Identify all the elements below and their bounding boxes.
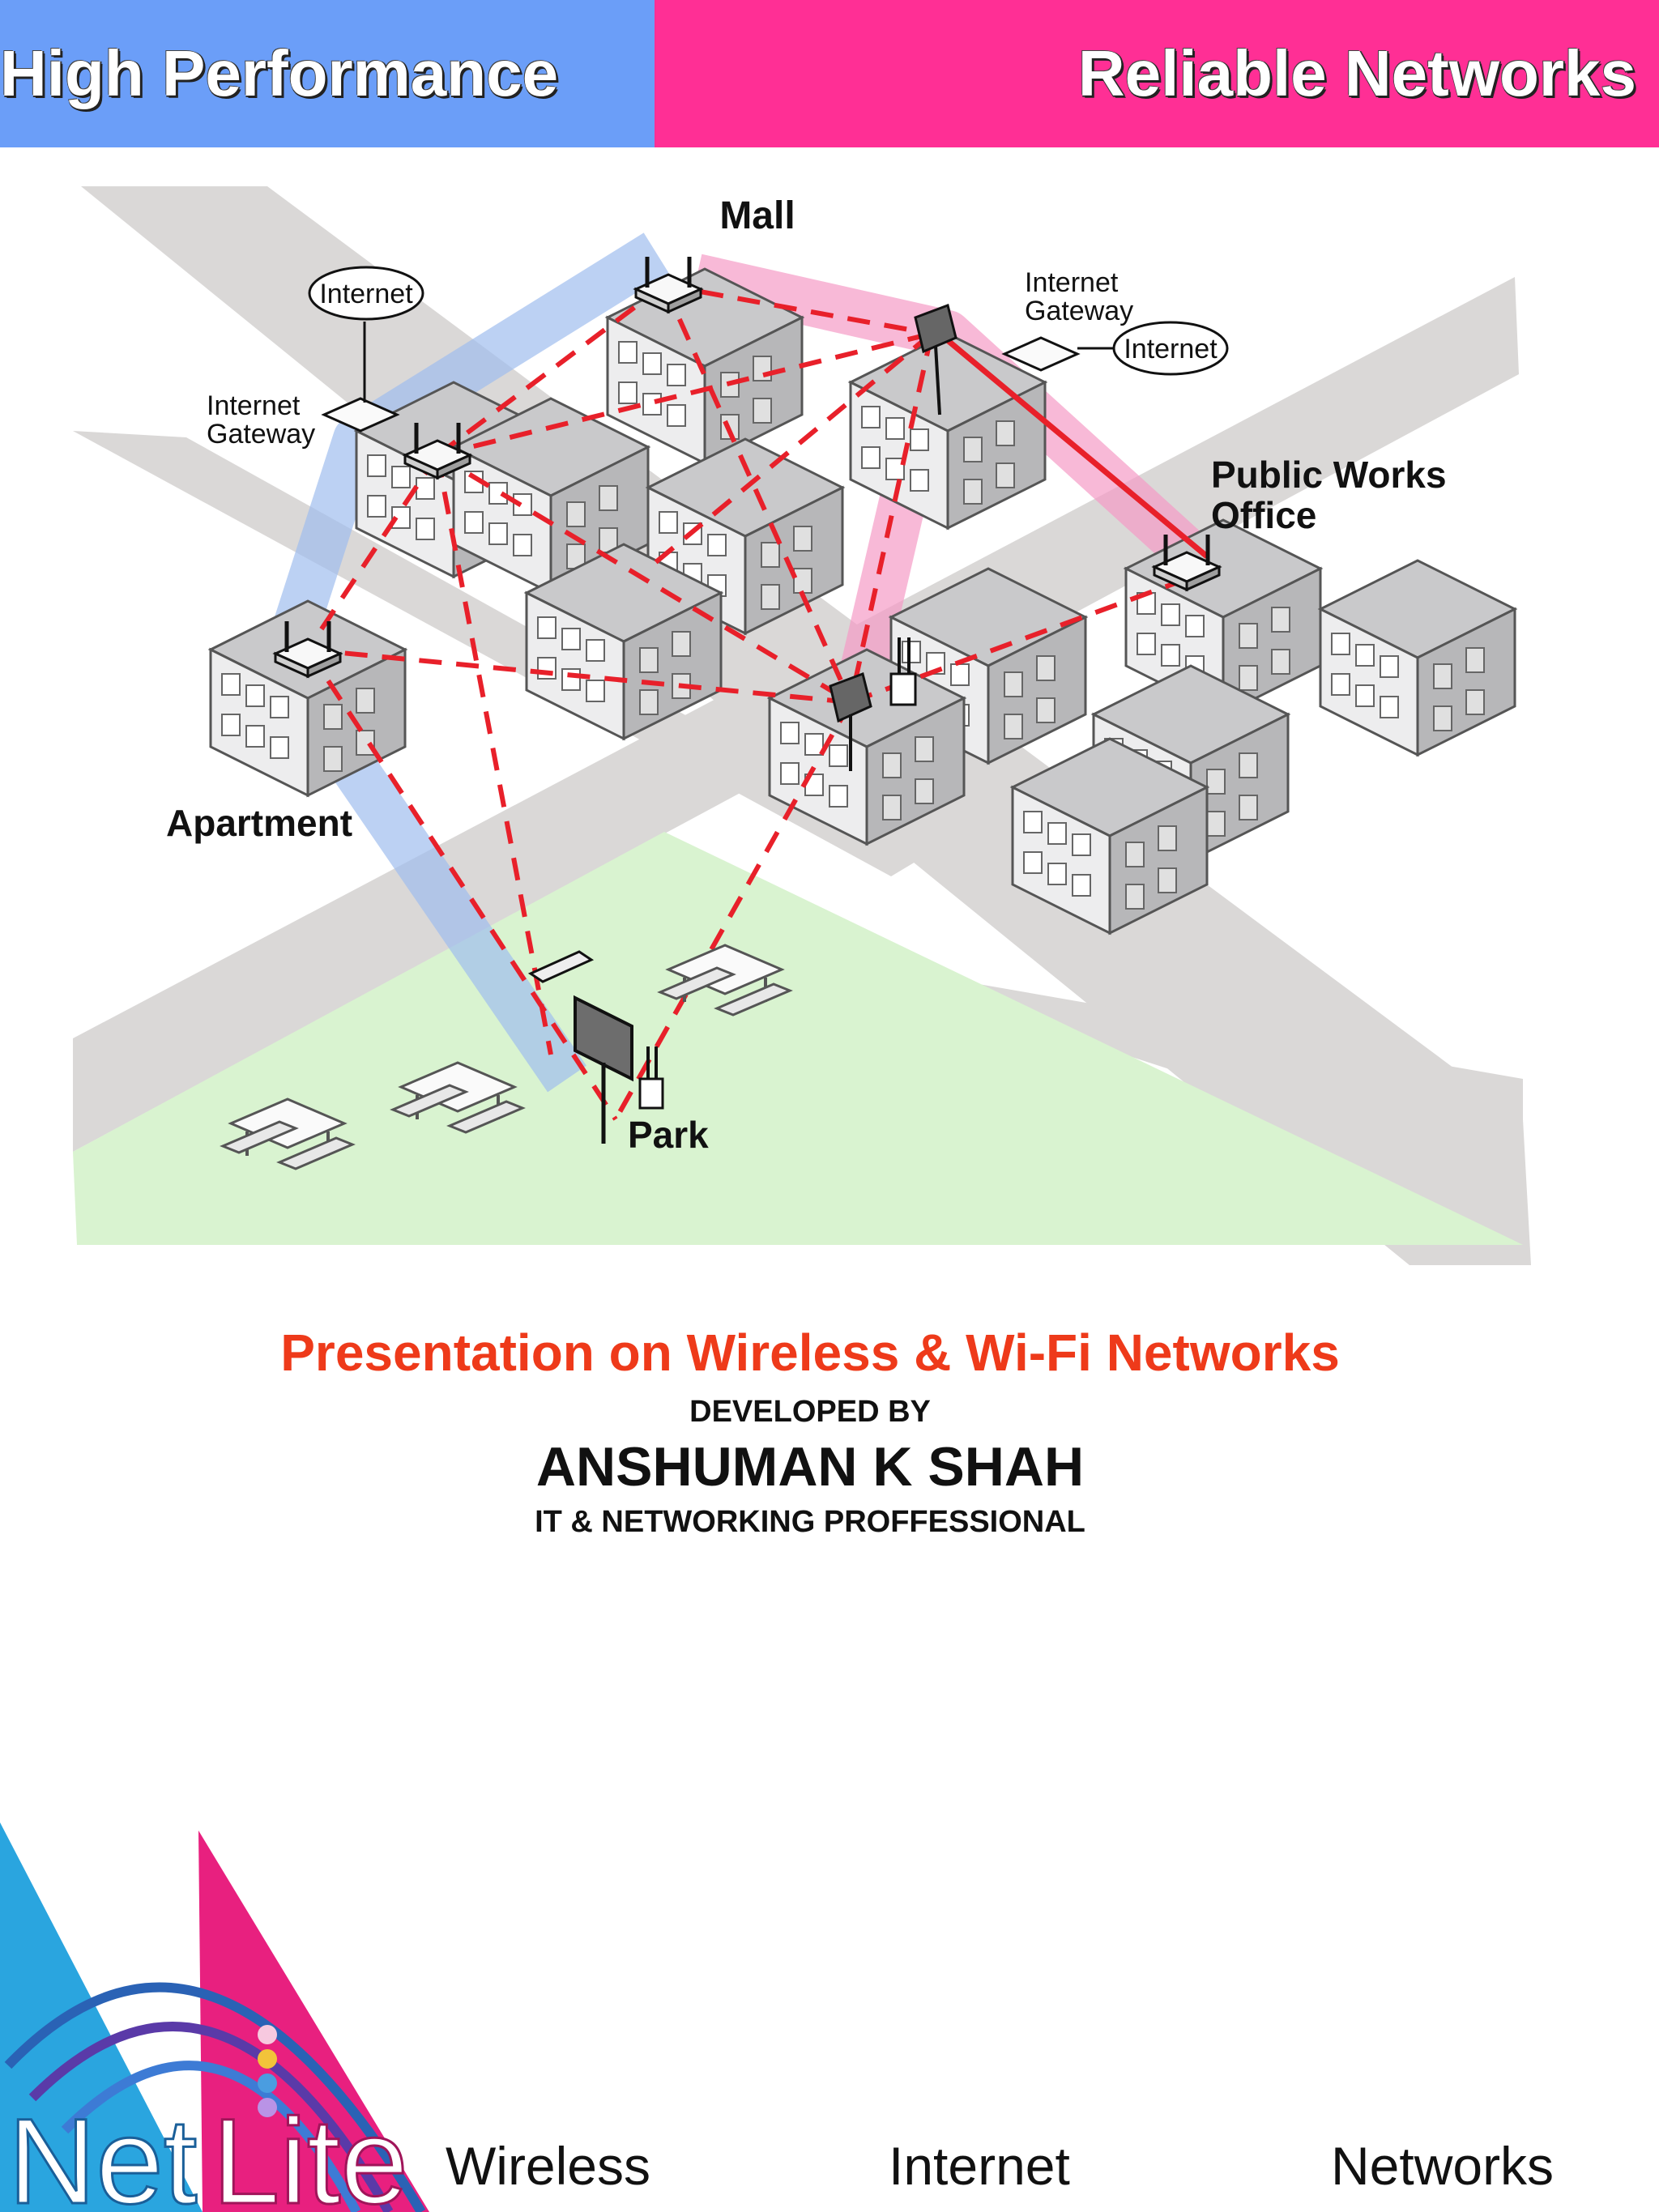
slide-title: Presentation on Wireless & Wi-Fi Network…: [280, 1323, 1340, 1382]
label-internet-right: Internet: [1124, 334, 1218, 364]
author-name: ANSHUMAN K SHAH: [535, 1436, 1085, 1498]
network-diagram: Mall Public Works Office Apartment Park …: [73, 186, 1531, 1265]
label-internet-left: Internet: [319, 279, 413, 309]
label-park: Park: [628, 1114, 709, 1156]
label-gateway-left-1: Internet: [207, 390, 301, 421]
footer-word-wireless: Wireless: [446, 2136, 651, 2196]
camera-icon: [527, 950, 595, 983]
netlite-logo: Net Lite: [0, 1822, 429, 2212]
header-left-text: High Performance: [0, 37, 559, 109]
header-banner-left: High Performance: [0, 0, 655, 147]
cloud-right-icon: [1112, 321, 1229, 376]
gateway-left-icon: [321, 322, 400, 433]
network-devices: [275, 257, 1219, 1144]
wireless-links: [305, 283, 1217, 1121]
header-banner-right: Reliable Networks: [655, 0, 1659, 147]
footer-word-internet: Internet: [889, 2136, 1070, 2196]
logo-text-lite: Lite: [212, 2093, 408, 2212]
sector-antenna-2-icon: [829, 637, 917, 771]
label-gateway-left-2: Gateway: [207, 419, 315, 450]
header-right-text: Reliable Networks: [1077, 37, 1636, 109]
park-antenna-icon: [574, 995, 664, 1144]
sector-antenna-icon: [914, 304, 957, 416]
label-public-works-1: Public Works: [1211, 454, 1447, 496]
label-mall: Mall: [719, 194, 795, 237]
park-area: [73, 832, 1523, 1245]
gateway-right-icon: [1001, 336, 1122, 372]
label-gateway-right-2: Gateway: [1025, 296, 1133, 326]
author-role: IT & NETWORKING PROFFESSIONAL: [535, 1505, 1085, 1539]
label-public-works-2: Office: [1211, 494, 1316, 536]
wired-backhaul-link: [937, 331, 1209, 559]
label-gateway-right-1: Internet: [1025, 267, 1119, 298]
label-apartment: Apartment: [166, 802, 352, 844]
logo-text-net: Net: [8, 2093, 197, 2212]
developed-by-label: DEVELOPED BY: [689, 1395, 931, 1429]
footer-word-networks: Networks: [1331, 2136, 1555, 2196]
cloud-left-icon: [308, 266, 424, 321]
